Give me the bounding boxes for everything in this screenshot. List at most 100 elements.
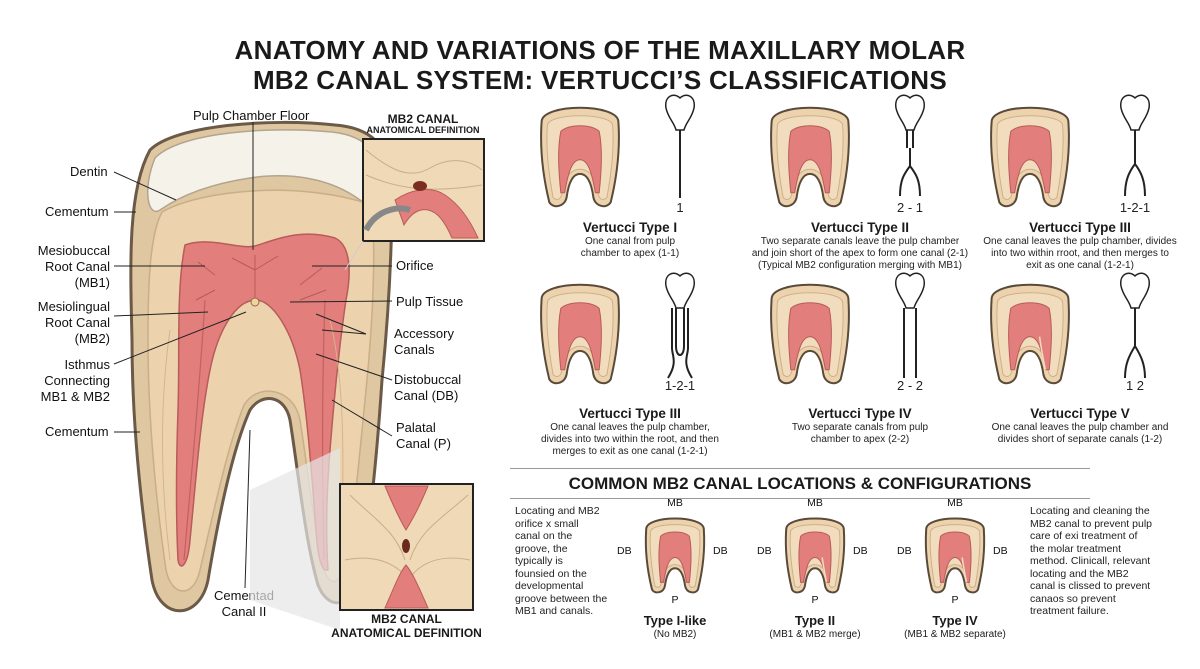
- config-subtitle: (MB1 & MB2 merge): [769, 629, 861, 640]
- section-divider-2: [510, 498, 1090, 499]
- common-left-line: groove, the: [515, 542, 568, 555]
- molar-drawing: [990, 106, 1070, 208]
- common-left-line: developmental: [515, 580, 584, 592]
- vertucci-type-desc: chamber to apex (1-1): [580, 248, 680, 259]
- label-orifice: Orifice: [396, 258, 434, 273]
- inset-bottom-title: MB2 CANAL: [371, 612, 442, 626]
- label-db-right: DB: [853, 545, 868, 557]
- common-right-line: the molar treatment: [1030, 542, 1122, 555]
- common-right-line: canal is clissed to prevent: [1030, 580, 1151, 592]
- vertucci-type-desc: and join short of the apex to form one c…: [751, 248, 969, 259]
- vertucci-type-desc: One canal from pulp: [584, 236, 676, 247]
- config-code: 1 2: [1125, 378, 1145, 393]
- canal-config-diagram: [1120, 272, 1150, 379]
- vertucci-type-title: Vertucci Type IV: [808, 406, 912, 421]
- vertucci-type-desc: One canal leaves the pulp chamber,: [550, 422, 710, 433]
- common-left-line: founsied on the: [515, 567, 587, 580]
- label-mb: MB: [947, 497, 963, 509]
- vertucci-type-desc: (Typical MB2 configuration merging with …: [758, 260, 962, 271]
- label-mb: MB: [807, 497, 823, 509]
- inset-top-subtitle: ANATOMICAL DEFINITION: [366, 125, 480, 135]
- vertucci-type-title: Vertucci Type V: [1030, 406, 1130, 421]
- label-p: P: [811, 594, 819, 606]
- common-right-line: canaos so prevent: [1030, 592, 1116, 605]
- molar-drawing: [540, 283, 620, 385]
- common-right-line: MB2 canal to prevent pulp: [1030, 517, 1152, 530]
- label-mb2: Mesiolingual Root Canal (MB2): [37, 299, 110, 346]
- common-right-line: method. Clinicall, relevant: [1030, 555, 1151, 567]
- label-accessory-canals: Accessory Canals: [394, 326, 454, 357]
- label-pulp-tissue: Pulp Tissue: [396, 294, 464, 309]
- vertucci-type-desc: exit as one canal (1-2-1): [1026, 260, 1134, 271]
- config-subtitle: (MB1 & MB2 separate): [904, 629, 1006, 640]
- label-db-right: DB: [993, 545, 1008, 557]
- common-left-line: Locating and MB2: [515, 505, 600, 517]
- config-code: 2 - 2: [896, 378, 923, 393]
- label-cementum-top: Cementum: [45, 204, 109, 219]
- enamel-cap: [147, 129, 383, 213]
- molar-drawing: [540, 106, 620, 208]
- common-right-line: locating and the MB2: [1030, 567, 1129, 580]
- common-right-line: treatment failure.: [1030, 605, 1109, 617]
- common-left-line: canal on the: [515, 530, 573, 542]
- section-divider: [510, 468, 1090, 469]
- inset-bottom-subtitle: ANATOMICAL DEFINITION: [331, 626, 482, 640]
- vertucci-type-desc: divides into two within the root, and th…: [541, 434, 719, 445]
- common-left-line: typically is: [515, 555, 563, 567]
- vertucci-type-desc: One canal leaves the pulp chamber and: [991, 422, 1169, 433]
- common-left-line: orifice х small: [515, 517, 579, 530]
- label-mb: MB: [667, 497, 683, 509]
- molar-drawing: [644, 517, 706, 594]
- config-code: 1-2-1: [1119, 200, 1151, 215]
- label-db-left: DB: [757, 545, 772, 557]
- molar-drawing: [784, 517, 846, 594]
- inset-top-title: MB2 CANAL: [387, 112, 459, 126]
- config-code: 1: [676, 200, 684, 215]
- label-distobuccal: Distobuccal Canal (DB): [394, 372, 462, 403]
- molar-drawing: [924, 517, 986, 594]
- canal-config-diagram: [895, 94, 925, 197]
- config-code: 2 - 1: [896, 200, 923, 215]
- config-code: 1-2-1: [664, 378, 696, 393]
- page-title: ANATOMY AND VARIATIONS OF THE MAXILLARY …: [234, 35, 966, 65]
- molar-drawing: [770, 283, 850, 385]
- label-p: P: [671, 594, 679, 606]
- config-title: Type I-like: [643, 613, 707, 628]
- label-db-left: DB: [897, 545, 912, 557]
- canal-config-diagram: [665, 272, 695, 379]
- common-right-line: Locating and cleaning the: [1030, 505, 1150, 517]
- label-db-left: DB: [617, 545, 632, 557]
- vertucci-type-desc: divides short of separate canals (1-2): [997, 434, 1163, 445]
- vertucci-type-title: Vertucci Type III: [579, 406, 681, 421]
- canal-config-diagram: [895, 272, 925, 378]
- label-isthmus: Isthmus Connecting MB1 & MB2: [40, 357, 110, 404]
- label-pulp-chamber-floor: Pulp Chamber Floor: [193, 108, 310, 123]
- label-mb1: Mesiobuccal Root Canal (MB1): [37, 243, 110, 290]
- config-title: Type II: [794, 613, 836, 628]
- label-dentin: Dentin: [70, 164, 108, 179]
- vertucci-type-title: Vertucci Type III: [1029, 220, 1131, 235]
- label-cementum-bottom: Cementum: [45, 424, 109, 439]
- vertucci-type-desc: merges to exit as one canal (1-2-1): [552, 446, 708, 457]
- canal-config-diagram: [1120, 94, 1150, 197]
- vertucci-type-desc: into two within rroot, and then merges t…: [991, 248, 1169, 259]
- vertucci-type-title: Vertucci Type II: [810, 220, 910, 235]
- label-p: P: [951, 594, 959, 606]
- molar-drawing: [770, 106, 850, 208]
- common-right-line: care of exi treatment of: [1030, 530, 1138, 542]
- molar-drawing: [990, 283, 1070, 385]
- label-palatal: Palatal Canal (P): [396, 420, 451, 451]
- config-subtitle: (No MB2): [653, 629, 697, 640]
- common-left-line: groove between the: [515, 592, 608, 605]
- config-title: Type IV: [932, 613, 978, 628]
- common-left-line: MB1 and canals.: [515, 605, 594, 617]
- vertucci-type-title: Vertucci Type I: [582, 220, 678, 235]
- label-db-right: DB: [713, 545, 728, 557]
- vertucci-type-desc: Two separate canals leave the pulp chamb…: [760, 236, 960, 247]
